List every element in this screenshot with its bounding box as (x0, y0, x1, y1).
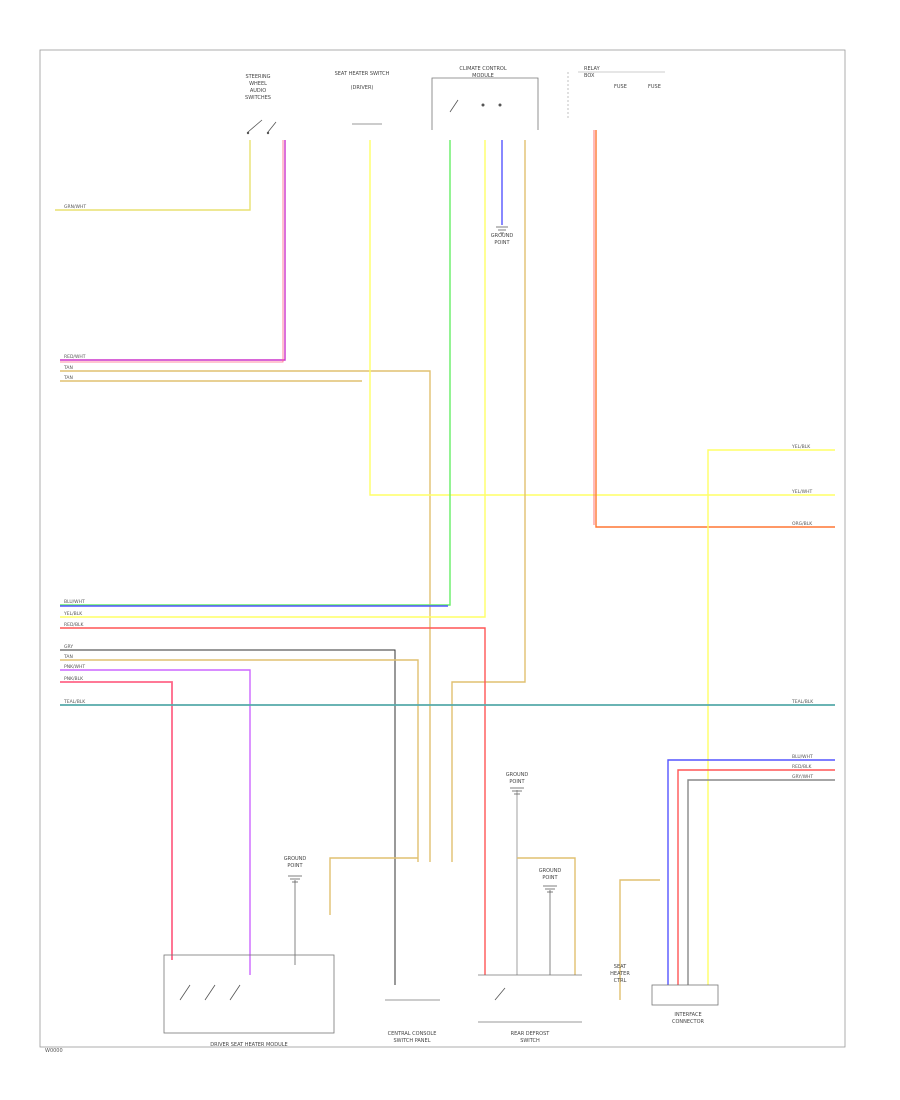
svg-text:SWITCH: SWITCH (520, 1038, 540, 1044)
svg-text:CONNECTOR: CONNECTOR (672, 1019, 705, 1025)
svg-text:TEAL/BLK: TEAL/BLK (63, 699, 86, 705)
svg-text:WHEEL: WHEEL (249, 81, 267, 87)
svg-text:SWITCHES: SWITCHES (245, 95, 271, 101)
svg-text:REAR DEFROST: REAR DEFROST (511, 1031, 551, 1037)
svg-text:TAN: TAN (63, 365, 73, 371)
svg-text:GRY: GRY (64, 644, 73, 650)
ground-mid-center: GROUND POINT (506, 772, 529, 795)
svg-text:YEL/BLK: YEL/BLK (791, 444, 811, 450)
box-central-console: CENTRAL CONSOLE SWITCH PANEL (385, 999, 440, 1044)
svg-text:INTERFACE: INTERFACE (674, 1012, 701, 1018)
svg-text:BOX: BOX (584, 73, 595, 79)
svg-text:POINT: POINT (494, 240, 510, 246)
svg-text:POINT: POINT (542, 875, 558, 881)
ground-low-right: GROUND POINT (539, 868, 562, 893)
svg-text:FUSE: FUSE (614, 84, 627, 90)
svg-text:TAN: TAN (63, 654, 73, 660)
svg-text:SEAT HEATER SWITCH: SEAT HEATER SWITCH (335, 71, 390, 77)
svg-text:MODULE: MODULE (472, 73, 494, 79)
right-wire-labels: YEL/BLK YEL/WHT ORG/BLK TEAL/BLK BLU/WHT… (791, 444, 814, 780)
svg-text:PNK/BLK: PNK/BLK (64, 676, 84, 682)
wire-group (55, 130, 835, 1000)
svg-text:ORG/BLK: ORG/BLK (792, 521, 813, 527)
component-climate-module: CLIMATE CONTROL MODULE (431, 66, 539, 130)
diagram-frame (39, 49, 846, 1048)
component-relay-box: RELAY BOX FUSE FUSE (567, 66, 665, 120)
svg-text:GROUND: GROUND (506, 772, 529, 778)
component-steering-switches: STEERING WHEEL AUDIO SWITCHES (245, 74, 277, 135)
svg-text:GROUND: GROUND (539, 868, 562, 874)
footer-code: W0000 (45, 1048, 63, 1054)
svg-text:RED/BLK: RED/BLK (64, 622, 85, 628)
svg-text:GROUND: GROUND (284, 856, 307, 862)
svg-text:TEAL/BLK: TEAL/BLK (791, 699, 814, 705)
svg-text:CLIMATE CONTROL: CLIMATE CONTROL (459, 66, 507, 72)
svg-text:TAN: TAN (63, 375, 73, 381)
svg-text:BLU/WHT: BLU/WHT (792, 754, 813, 760)
svg-text:YEL/BLK: YEL/BLK (63, 611, 83, 617)
svg-text:CTRL: CTRL (614, 978, 627, 984)
svg-text:RELAY: RELAY (584, 66, 601, 72)
svg-text:CENTRAL CONSOLE: CENTRAL CONSOLE (388, 1031, 437, 1037)
svg-text:FUSE: FUSE (648, 84, 661, 90)
svg-text:RED/BLK: RED/BLK (792, 764, 813, 770)
component-seat-heater-switch: SEAT HEATER SWITCH (DRIVER) (335, 71, 390, 125)
ground-top: GROUND POINT (491, 226, 514, 246)
svg-text:PNK/WHT: PNK/WHT (64, 664, 85, 670)
svg-text:SEAT: SEAT (614, 964, 627, 970)
svg-text:SWITCH PANEL: SWITCH PANEL (394, 1038, 431, 1044)
svg-text:(DRIVER): (DRIVER) (351, 85, 374, 91)
box-interface-connector: INTERFACE CONNECTOR SEAT HEATER CTRL (610, 964, 719, 1025)
svg-text:DRIVER SEAT HEATER MODULE: DRIVER SEAT HEATER MODULE (210, 1042, 287, 1048)
svg-text:GROUND: GROUND (491, 233, 514, 239)
svg-text:RED/WHT: RED/WHT (64, 354, 86, 360)
box-rear-defrost-switch: REAR DEFROST SWITCH (478, 974, 582, 1044)
svg-text:AUDIO: AUDIO (250, 88, 266, 94)
left-wire-labels: GRN/WHT RED/WHT TAN TAN BLU/WHT YEL/BLK … (63, 204, 86, 705)
svg-text:STEERING: STEERING (245, 74, 270, 80)
svg-text:YEL/WHT: YEL/WHT (791, 489, 812, 495)
svg-text:BLU/WHT: BLU/WHT (64, 599, 85, 605)
box-driver-seat-heater-module: DRIVER SEAT HEATER MODULE (163, 954, 335, 1048)
ground-mid-left: GROUND POINT (284, 856, 307, 883)
svg-text:GRY/WHT: GRY/WHT (792, 774, 813, 780)
svg-text:HEATER: HEATER (610, 971, 630, 977)
svg-text:POINT: POINT (287, 863, 303, 869)
svg-text:POINT: POINT (509, 779, 525, 785)
svg-text:GRN/WHT: GRN/WHT (64, 204, 86, 210)
